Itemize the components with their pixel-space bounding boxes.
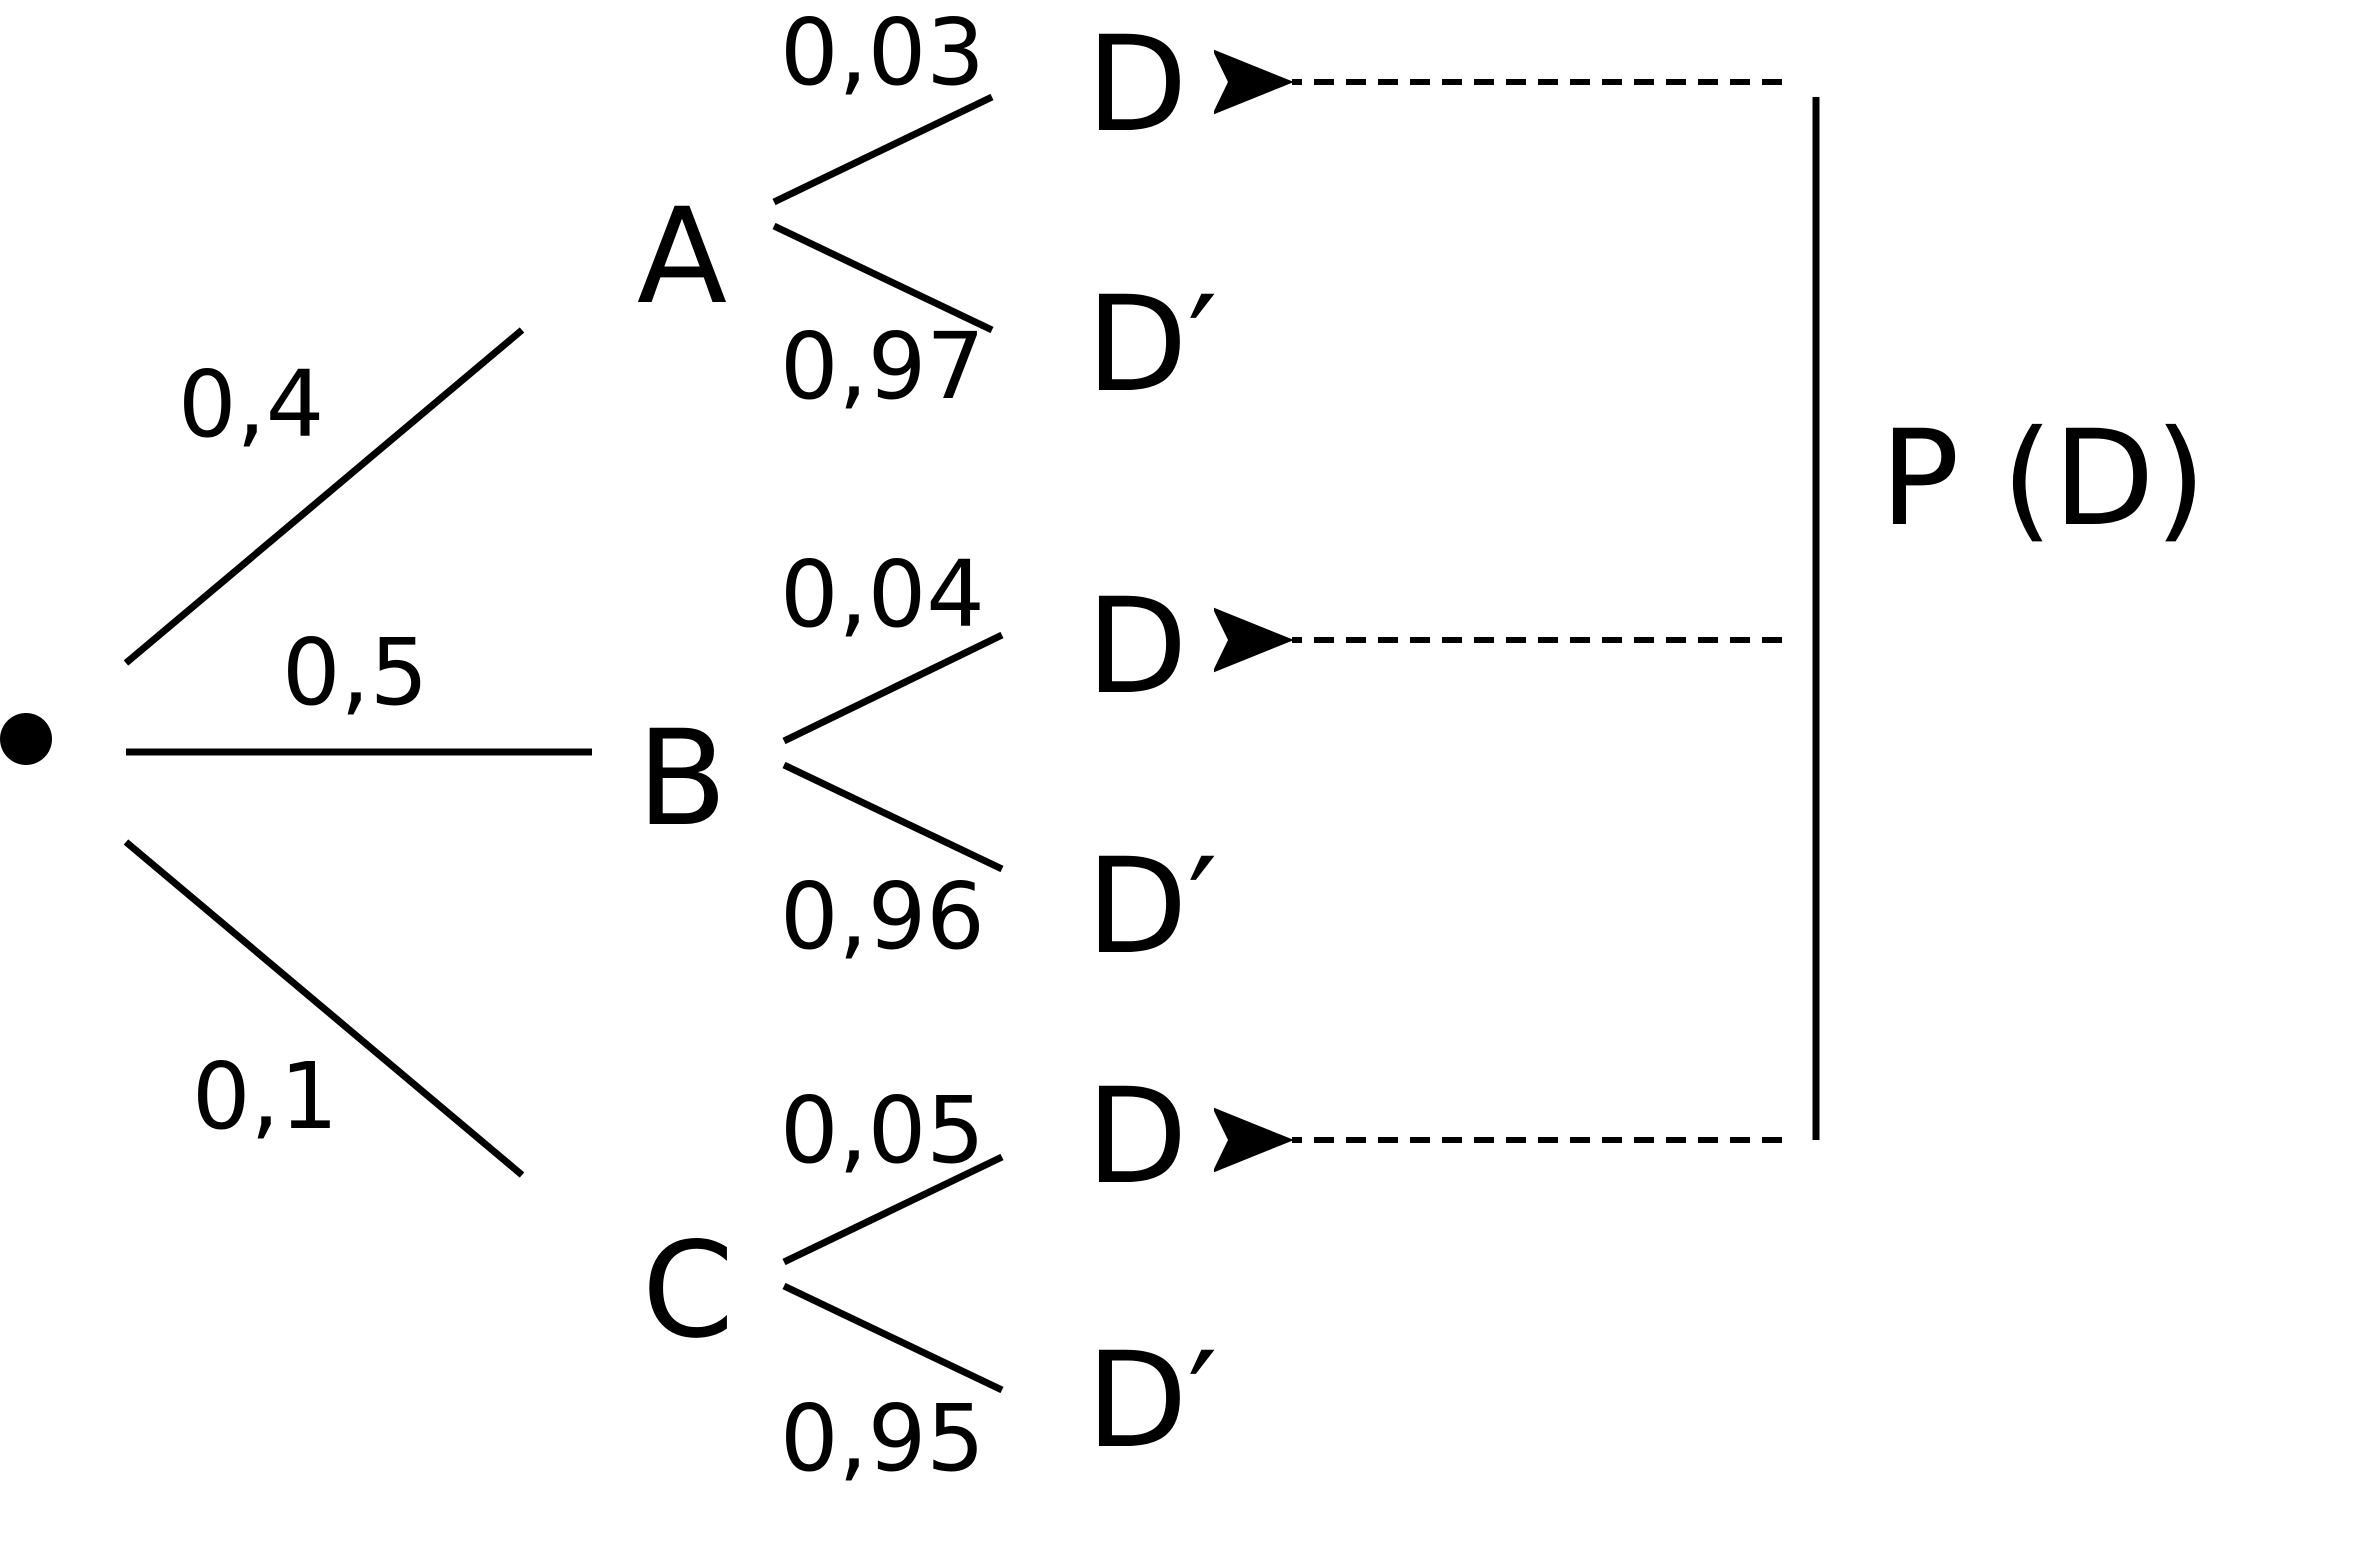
prob-label-a-d: 0,03 [780,0,985,106]
prob-label-b-d: 0,04 [780,541,985,648]
prob-label-c-d: 0,05 [780,1077,985,1184]
leaf-label-c-dprime: D′ [1086,1324,1218,1478]
node-label-b: B [637,702,728,856]
branch-a-to-dprime [772,222,994,334]
branch-root-to-a [123,327,525,666]
branch-c-to-d [782,1153,1004,1266]
bracket-label-pd: P (D) [1880,402,2206,556]
node-label-c: C [642,1214,734,1368]
leaf-label-a-d: D [1086,8,1188,162]
branch-b-to-dprime [782,761,1004,873]
root-node-dot [0,713,52,765]
prob-label-b: 0,5 [282,619,428,726]
leaf-label-c-d: D [1086,1060,1188,1214]
node-label-a: A [637,180,727,334]
prob-label-c: 0,1 [192,1043,338,1150]
prob-label-c-dprime: 0,95 [780,1385,985,1492]
prob-label-b-dprime: 0,96 [780,863,985,970]
prob-label-a-dprime: 0,97 [780,313,985,420]
branch-c-to-dprime [782,1282,1004,1394]
leaf-label-b-d: D [1086,570,1188,724]
branch-a-to-d [772,93,994,206]
leaf-label-b-dprime: D′ [1086,830,1218,984]
branch-root-to-c [123,839,525,1178]
branch-b-to-d [782,631,1004,745]
leaf-label-a-dprime: D′ [1086,268,1218,422]
prob-label-a: 0,4 [178,351,324,458]
